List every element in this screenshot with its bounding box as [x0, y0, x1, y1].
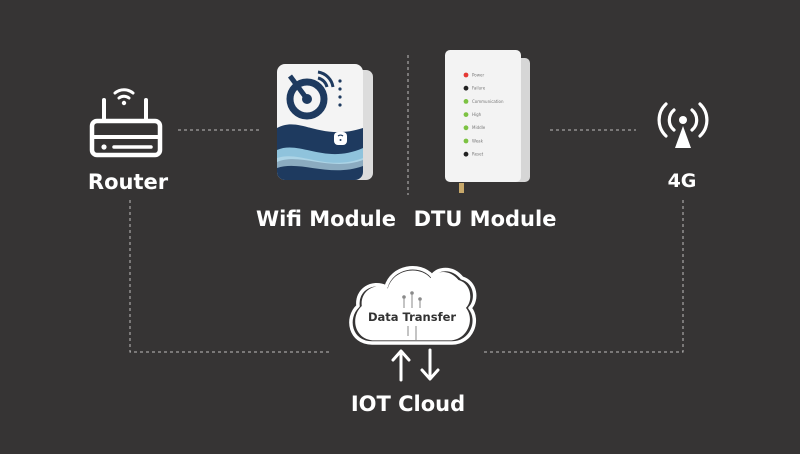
dtu-led-indicator: [463, 112, 469, 117]
dtu-led-label: Power: [472, 72, 484, 77]
antenna-icon: [657, 102, 709, 148]
dtu-led-indicator: [463, 125, 469, 131]
dtu-led-label: Failure: [472, 86, 486, 91]
dtu-led-label: Middle: [472, 125, 486, 130]
wifi-module-device: [277, 64, 373, 180]
dtu-led-label: High: [472, 112, 482, 117]
dtu-led-indicator: [463, 138, 469, 144]
arrow-down-icon: [420, 348, 440, 381]
dtu-led-indicator: [463, 99, 469, 104]
dtu-led-indicator: [463, 151, 469, 157]
dtu-led-label: Weak: [472, 138, 484, 143]
arrow-up-icon: [391, 349, 411, 382]
cloud-inner-label: Data Transfer: [367, 310, 457, 324]
connectors: [129, 55, 684, 353]
dtu-led-panel: PowerFailureCommunicationHighMiddleWeakR…: [463, 72, 504, 157]
circuit-decoration: [403, 294, 421, 340]
connector-router-cloud: [129, 200, 330, 353]
dtu-led-indicator: [463, 85, 469, 91]
dtu-led-label: Communication: [472, 99, 504, 104]
dtu-led-indicator: [463, 72, 469, 78]
wifi-module-label: Wifi Module: [256, 207, 396, 231]
connector-4g-cloud: [484, 200, 684, 353]
cloud-label: IOT Cloud: [350, 392, 466, 416]
cellular-label: 4G: [667, 170, 697, 192]
cloud-icon: [349, 266, 477, 345]
dtu-module-label: DTU Module: [413, 207, 557, 231]
dtu-led-label: Reset: [472, 152, 484, 157]
router-icon: [89, 88, 163, 158]
dtu-module-device: PowerFailureCommunicationHighMiddleWeakR…: [445, 50, 530, 193]
router-label: Router: [87, 170, 169, 194]
